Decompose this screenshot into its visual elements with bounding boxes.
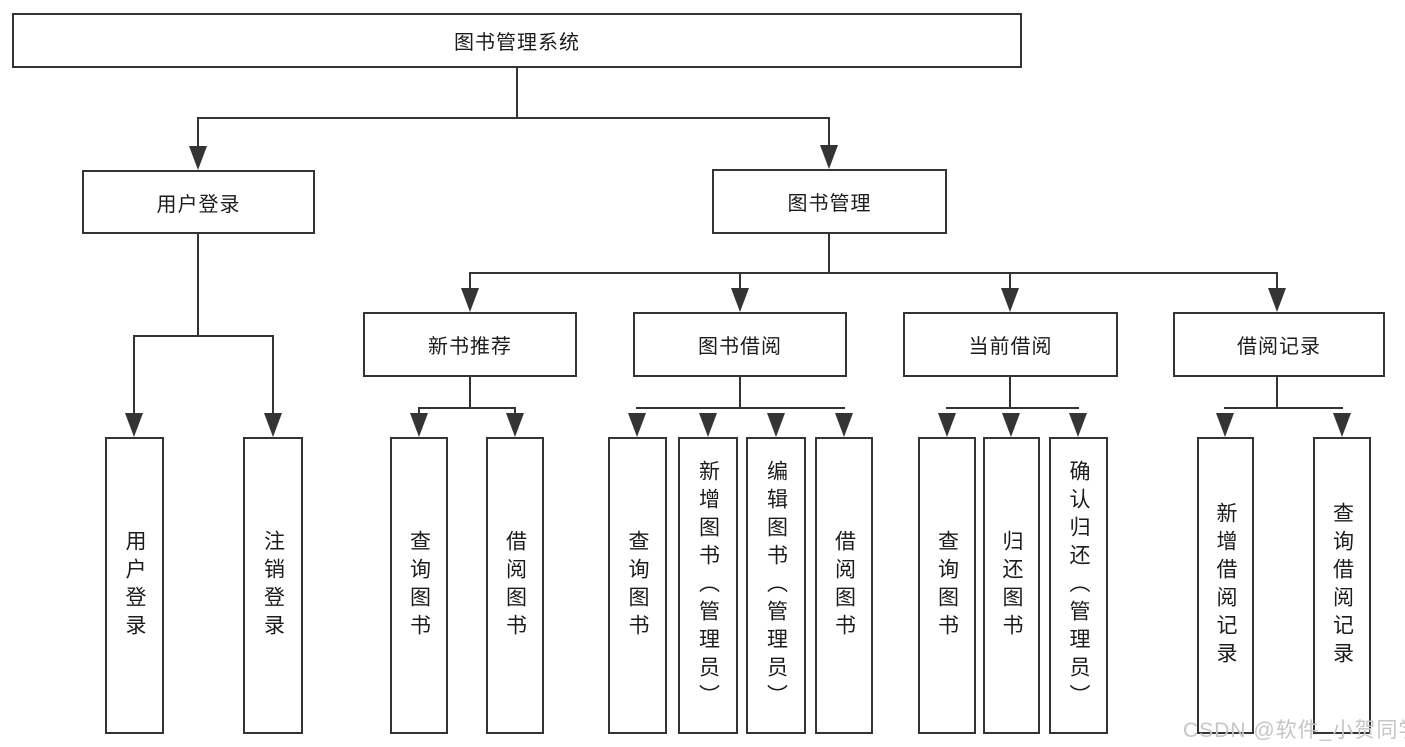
- connector-v: [828, 117, 830, 152]
- leaf-confirm-return-admin: 确认归还（管理员）: [1049, 437, 1108, 734]
- connector-v: [1009, 377, 1011, 409]
- connector-h: [197, 117, 830, 119]
- arrowhead-down: [731, 288, 749, 312]
- arrowhead-down: [461, 288, 479, 312]
- connector-v: [516, 67, 518, 119]
- leaf-label: 查询图书: [935, 529, 959, 642]
- arrowhead-down: [1216, 413, 1234, 437]
- connector-v: [828, 233, 830, 274]
- connector-h: [1224, 407, 1343, 409]
- leaf-query-books-newbook: 查询图书: [390, 437, 448, 734]
- leaf-label: 新增借阅记录: [1214, 501, 1237, 670]
- node-book-management: 图书管理: [712, 169, 947, 234]
- leaf-edit-books-admin: 编辑图书（管理员）: [746, 437, 806, 734]
- arrowhead-down: [938, 413, 956, 437]
- leaf-logout: 注销登录: [243, 437, 303, 734]
- leaf-label: 新增图书（管理员）: [696, 459, 720, 712]
- connector-h: [636, 407, 845, 409]
- leaf-label: 归还图书: [1000, 529, 1023, 642]
- node-library-management-system: 图书管理系统: [12, 13, 1022, 68]
- arrowhead-down: [189, 146, 207, 170]
- arrowhead-down: [264, 413, 282, 437]
- node-user-login: 用户登录: [82, 170, 315, 234]
- connector-v: [469, 377, 471, 409]
- leaf-query-books-borrowing: 查询图书: [608, 437, 667, 734]
- connector-v: [1009, 272, 1011, 292]
- leaf-borrow-books: 借阅图书: [815, 437, 873, 734]
- arrowhead-down: [699, 413, 717, 437]
- connector-v: [197, 117, 199, 152]
- connector-v: [272, 335, 274, 415]
- leaf-query-books-current: 查询图书: [918, 437, 976, 734]
- leaf-label: 编辑图书（管理员）: [764, 459, 788, 712]
- leaf-return-books: 归还图书: [983, 437, 1040, 734]
- leaf-label: 借阅图书: [503, 529, 527, 642]
- leaf-query-borrow-record: 查询借阅记录: [1313, 437, 1371, 734]
- arrowhead-down: [820, 145, 838, 169]
- connector-v: [739, 377, 741, 409]
- leaf-add-borrow-record: 新增借阅记录: [1197, 437, 1254, 734]
- leaf-label: 查询图书: [407, 529, 431, 642]
- connector-v: [1276, 272, 1278, 292]
- watermark: CSDN @软件_小贺同学: [1183, 719, 1405, 742]
- leaf-label: 确认归还（管理员）: [1067, 459, 1090, 712]
- node-borrowing-records: 借阅记录: [1173, 312, 1385, 377]
- connector-h: [469, 272, 1278, 274]
- arrowhead-down: [1333, 413, 1351, 437]
- leaf-label: 用户登录: [123, 529, 146, 642]
- arrowhead-down: [1001, 288, 1019, 312]
- arrowhead-down: [835, 413, 853, 437]
- connector-h: [133, 335, 274, 337]
- arrowhead-down: [1268, 288, 1286, 312]
- connector-v: [197, 233, 199, 337]
- leaf-user-login: 用户登录: [105, 437, 164, 734]
- arrowhead-down: [767, 413, 785, 437]
- node-new-book-recommend: 新书推荐: [363, 312, 577, 377]
- arrowhead-down: [125, 413, 143, 437]
- node-book-borrowing: 图书借阅: [633, 312, 847, 377]
- leaf-label: 借阅图书: [832, 529, 856, 642]
- arrowhead-down: [410, 413, 428, 437]
- leaf-label: 查询借阅记录: [1330, 501, 1354, 670]
- arrowhead-down: [1069, 413, 1087, 437]
- connector-v: [469, 272, 471, 292]
- leaf-add-books-admin: 新增图书（管理员）: [678, 437, 738, 734]
- connector-v: [1276, 377, 1278, 409]
- connector-h: [418, 407, 516, 409]
- arrowhead-down: [506, 413, 524, 437]
- connector-v: [133, 335, 135, 415]
- leaf-borrow-books-newbook: 借阅图书: [486, 437, 544, 734]
- connector-h: [946, 407, 1079, 409]
- arrowhead-down: [1002, 413, 1020, 437]
- node-current-borrowing: 当前借阅: [903, 312, 1118, 377]
- leaf-label: 注销登录: [261, 529, 285, 642]
- arrowhead-down: [628, 413, 646, 437]
- leaf-label: 查询图书: [626, 529, 649, 642]
- connector-v: [739, 272, 741, 292]
